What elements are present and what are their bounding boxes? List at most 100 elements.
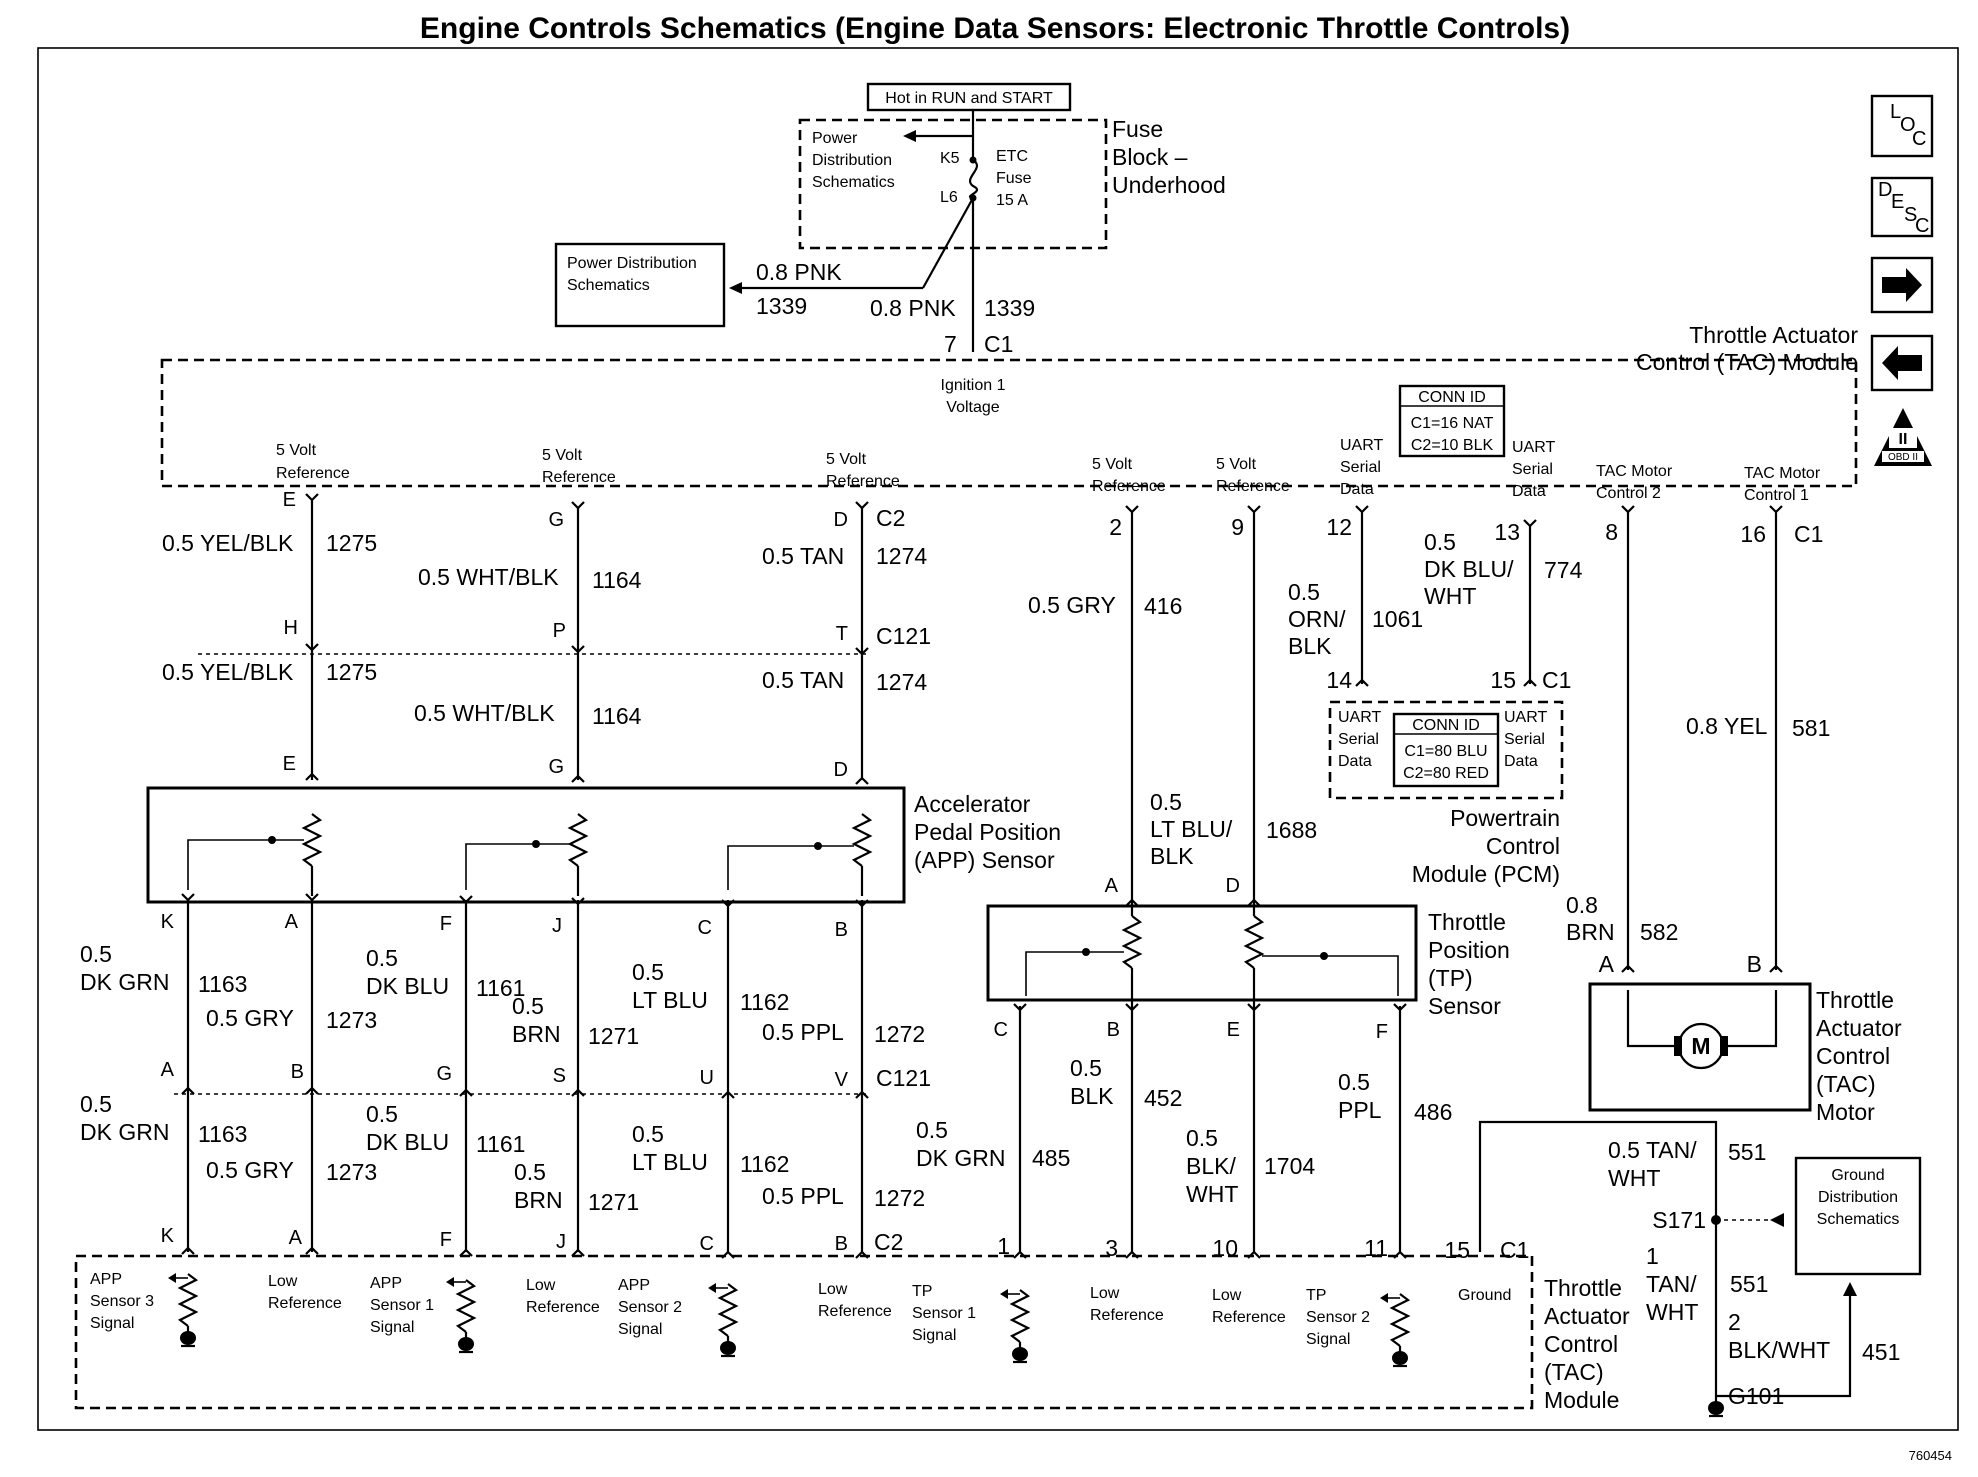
page-title: Engine Controls Schematics (Engine Data …: [420, 12, 1570, 45]
app1-label-1: APP: [370, 1275, 402, 1292]
wire-582-g1: 0.8: [1566, 892, 1598, 918]
connector-chevron: [855, 1250, 869, 1259]
splice-s171: [1711, 1215, 1721, 1225]
pin-u-c121: U: [700, 1067, 714, 1089]
ignition-label-1: Ignition 1: [941, 377, 1006, 394]
wire-774-num: 774: [1544, 557, 1583, 583]
motor-pin-a: A: [1599, 951, 1615, 977]
wire-1061-g3: BLK: [1288, 633, 1332, 659]
wire-551-g3-b: WHT: [1646, 1299, 1698, 1325]
ref-label-2b: Reference: [1092, 478, 1166, 495]
wire-1163-num-a: 1163: [198, 971, 247, 997]
wire-486-g2: PPL: [1338, 1097, 1382, 1123]
low-ref-c2: Reference: [818, 1303, 892, 1320]
pin-b-c121: B: [291, 1061, 304, 1083]
arrow-right-icon: [1882, 268, 1922, 302]
ign-conn: C1: [984, 331, 1013, 357]
pin-g-c121: G: [436, 1063, 452, 1085]
pin-15-pcm: 15: [1490, 667, 1516, 693]
uart-13-1: UART: [1512, 439, 1555, 456]
motor-pin-b: B: [1747, 951, 1762, 977]
ref-label-9b: Reference: [1216, 478, 1290, 495]
wire-1162-num-a: 1162: [740, 989, 789, 1015]
motor-symbol: M: [1691, 1033, 1710, 1059]
wire-1271-num-a: 1271: [588, 1023, 639, 1049]
app1-label-3: Signal: [370, 1319, 414, 1336]
app-name-3: (APP) Sensor: [914, 847, 1055, 873]
wire-1273-num-a: 1273: [326, 1007, 377, 1033]
nav-obd-button[interactable]: II OBD II: [1874, 408, 1932, 466]
motor-name-4: (TAC): [1816, 1071, 1876, 1097]
connector-chevron: [1247, 1250, 1261, 1259]
uart-13-3: Data: [1512, 483, 1546, 500]
wire-1061-g1: 0.5: [1288, 579, 1320, 605]
connector-chevron: [1523, 519, 1537, 528]
wire-1164-gauge-a: 0.5 WHT/BLK: [418, 564, 559, 590]
tp-pin-e: E: [1227, 1019, 1240, 1041]
tac-module-bottom: 1 3 10 11 15 C1 APP Sensor 3 Signal Low …: [74, 1233, 1630, 1413]
fuse-block-name-1: Fuse: [1112, 116, 1163, 142]
wire-551-g2-a: WHT: [1608, 1165, 1660, 1191]
connector-chevron: [1393, 1250, 1407, 1259]
wire-582-g2: BRN: [1566, 919, 1615, 945]
wire-1161-num-a: 1161: [476, 975, 525, 1001]
tp2-label-3: Signal: [1306, 1331, 1350, 1348]
pcm-name-1: Powertrain: [1450, 805, 1560, 831]
nav-prev-button[interactable]: [1870, 334, 1934, 392]
wire-1272-g-a: 0.5 PPL: [762, 1019, 844, 1045]
tp-pin-f: F: [1376, 1021, 1388, 1043]
connector-chevron: [305, 643, 319, 652]
ign-right-gauge: 0.8 PNK: [870, 295, 956, 321]
wire-1164-num-a: 1164: [592, 567, 642, 593]
low-ref-e2: Reference: [1212, 1309, 1286, 1326]
tac-pin-3: 3: [1105, 1235, 1118, 1261]
wire-1161-g1-a: 0.5: [366, 945, 398, 971]
wire-1162-g2-a: LT BLU: [632, 987, 708, 1013]
fuse-k5: K5: [940, 150, 960, 167]
app2-label-1: APP: [618, 1277, 650, 1294]
arrow-left-icon: [1882, 346, 1922, 380]
wire-1271-g2-b: BRN: [514, 1187, 563, 1213]
connector-chevron: [1621, 964, 1635, 973]
ign-left-num: 1339: [756, 293, 807, 319]
app2-label-3: Signal: [618, 1321, 662, 1338]
gds-box: [1794, 1156, 1922, 1276]
wire-1271-num-b: 1271: [588, 1189, 639, 1215]
tp2-label-2: Sensor 2: [1306, 1309, 1370, 1326]
wire-551-g2-b: TAN/: [1646, 1271, 1697, 1297]
pin-p: P: [553, 620, 566, 642]
nav-next-button[interactable]: [1870, 256, 1934, 314]
pin-d-top: D: [834, 509, 848, 531]
low-ref-e1: Low: [1212, 1287, 1242, 1304]
connector-chevron: [1523, 678, 1537, 687]
nav-desc-button[interactable]: D E S C: [1870, 176, 1934, 238]
tp-sensor-outline: [986, 904, 1418, 1002]
pcm-name-2: Control: [1486, 833, 1560, 859]
app-lower-wires: K A F J C B A B G S U V C121 K A F J C B…: [80, 900, 931, 1255]
ground-label: Ground: [1458, 1287, 1511, 1304]
ground-g101: G101: [1728, 1383, 1784, 1409]
obd-roman: II: [1899, 431, 1908, 448]
uart-12-1: UART: [1340, 437, 1383, 454]
pin-a-c121: A: [161, 1059, 175, 1081]
app2-label-2: Sensor 2: [618, 1299, 682, 1316]
wire-1163-g2-a: DK GRN: [80, 969, 169, 995]
wire-1271-g1-b: 0.5: [514, 1159, 546, 1185]
connector-chevron: [181, 1246, 195, 1255]
wire-1272-num-a: 1272: [874, 1021, 925, 1047]
tac-top-name-1: Throttle Actuator: [1689, 322, 1858, 348]
connector-chevron: [1769, 964, 1783, 973]
tp-pin-b: B: [1107, 1019, 1120, 1041]
nav-loc-button[interactable]: L O C: [1870, 94, 1934, 158]
tac-conn-id-c1: C1=16 NAT: [1411, 415, 1494, 432]
connector-chevron: [1013, 1003, 1027, 1012]
wire-1271-g2-a: BRN: [512, 1021, 561, 1047]
ref-label-9a: 5 Volt: [1216, 456, 1257, 473]
pcm-conn-id-title: CONN ID: [1412, 717, 1480, 734]
tp1-label-2: Sensor 1: [912, 1305, 976, 1322]
connector-chevron: [305, 1086, 319, 1095]
tac-pin-10: 10: [1212, 1235, 1238, 1261]
wire-1704-num: 1704: [1264, 1153, 1315, 1179]
ref-label-g2: Reference: [542, 469, 616, 486]
app3-label-3: Signal: [90, 1315, 134, 1332]
